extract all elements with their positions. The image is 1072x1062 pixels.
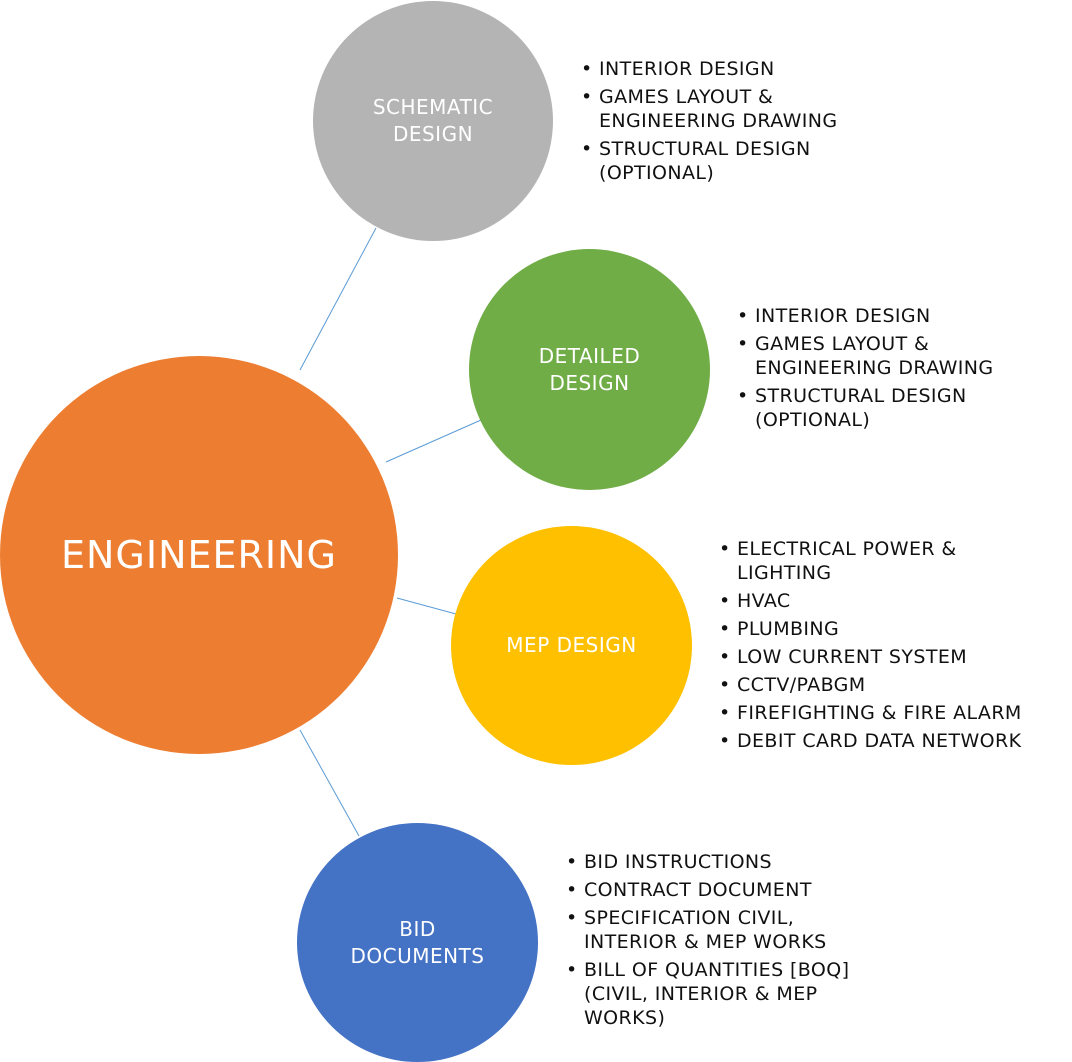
mep-design-label: MEP DESIGN	[506, 633, 637, 657]
list-item: HVAC	[719, 589, 1069, 613]
list-item: INTERIOR DESIGN	[581, 57, 901, 81]
detailed-design-list: INTERIOR DESIGN GAMES LAYOUT & ENGINEERI…	[737, 304, 1057, 436]
connector-bid	[299, 729, 360, 837]
list-item: FIREFIGHTING & FIRE ALARM	[719, 701, 1069, 725]
bid-documents-circle: BID DOCUMENTS	[297, 823, 538, 1062]
list-item: CONTRACT DOCUMENT	[566, 878, 886, 902]
bid-documents-list: BID INSTRUCTIONS CONTRACT DOCUMENT SPECI…	[566, 850, 886, 1034]
connector-mep	[396, 597, 457, 615]
list-item: GAMES LAYOUT & ENGINEERING DRAWING	[737, 332, 1057, 380]
list-item: CCTV/PABGM	[719, 673, 1069, 697]
list-item: STRUCTURAL DESIGN (OPTIONAL)	[737, 384, 1057, 432]
list-item: INTERIOR DESIGN	[737, 304, 1057, 328]
list-item: BID INSTRUCTIONS	[566, 850, 886, 874]
detailed-design-circle: DETAILED DESIGN	[469, 249, 710, 490]
list-item: SPECIFICATION CIVIL, INTERIOR & MEP WORK…	[566, 906, 886, 954]
list-item: BILL OF QUANTITIES [BOQ] (CIVIL, INTERIO…	[566, 958, 886, 1030]
list-item: STRUCTURAL DESIGN (OPTIONAL)	[581, 137, 901, 185]
bid-documents-label: BID DOCUMENTS	[350, 916, 485, 968]
list-item: PLUMBING	[719, 617, 1069, 641]
engineering-label: ENGINEERING	[60, 533, 338, 577]
list-item: LOW CURRENT SYSTEM	[719, 645, 1069, 669]
detailed-design-label: DETAILED DESIGN	[538, 343, 641, 395]
schematic-design-list: INTERIOR DESIGN GAMES LAYOUT & ENGINEERI…	[581, 57, 901, 189]
list-item: DEBIT CARD DATA NETWORK	[719, 729, 1069, 753]
list-item: ELECTRICAL POWER & LIGHTING	[719, 537, 1069, 585]
schematic-design-label: SCHEMATIC DESIGN	[372, 95, 494, 146]
list-item: GAMES LAYOUT & ENGINEERING DRAWING	[581, 85, 901, 133]
schematic-design-circle: SCHEMATIC DESIGN	[313, 1, 553, 241]
connector-detailed	[385, 419, 482, 463]
mep-design-list: ELECTRICAL POWER & LIGHTING HVAC PLUMBIN…	[719, 537, 1069, 757]
mep-design-circle: MEP DESIGN	[451, 526, 692, 765]
engineering-hub-circle: ENGINEERING	[0, 356, 398, 754]
connector-schematic	[299, 227, 377, 371]
